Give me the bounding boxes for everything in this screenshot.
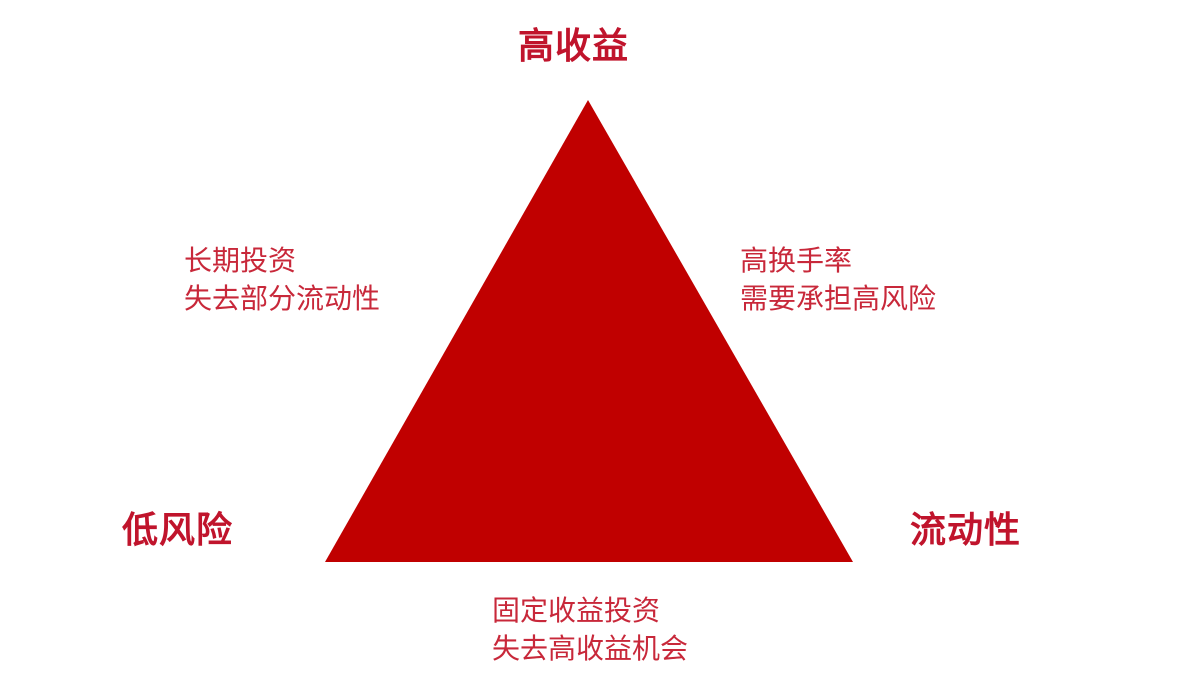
- edge-note-right-line-1: 高换手率: [740, 244, 853, 277]
- vertex-label-high-return: 高收益: [518, 26, 630, 67]
- edge-note-bottom: 固定收益投资 失去高收益机会: [492, 592, 688, 668]
- edge-note-left-line-1: 长期投资: [184, 244, 297, 277]
- vertex-label-low-risk: 低风险: [122, 510, 234, 551]
- edge-note-left: 长期投资 失去部分流动性: [184, 242, 380, 318]
- edge-note-right-line-2: 需要承担高风险: [740, 282, 937, 315]
- edge-note-bottom-line-2: 失去高收益机会: [492, 632, 689, 665]
- edge-note-right: 高换手率 需要承担高风险: [740, 242, 936, 318]
- vertex-label-liquidity: 流动性: [910, 510, 1022, 551]
- edge-note-bottom-line-1: 固定收益投资: [492, 594, 661, 627]
- edge-note-left-line-2: 失去部分流动性: [184, 282, 381, 315]
